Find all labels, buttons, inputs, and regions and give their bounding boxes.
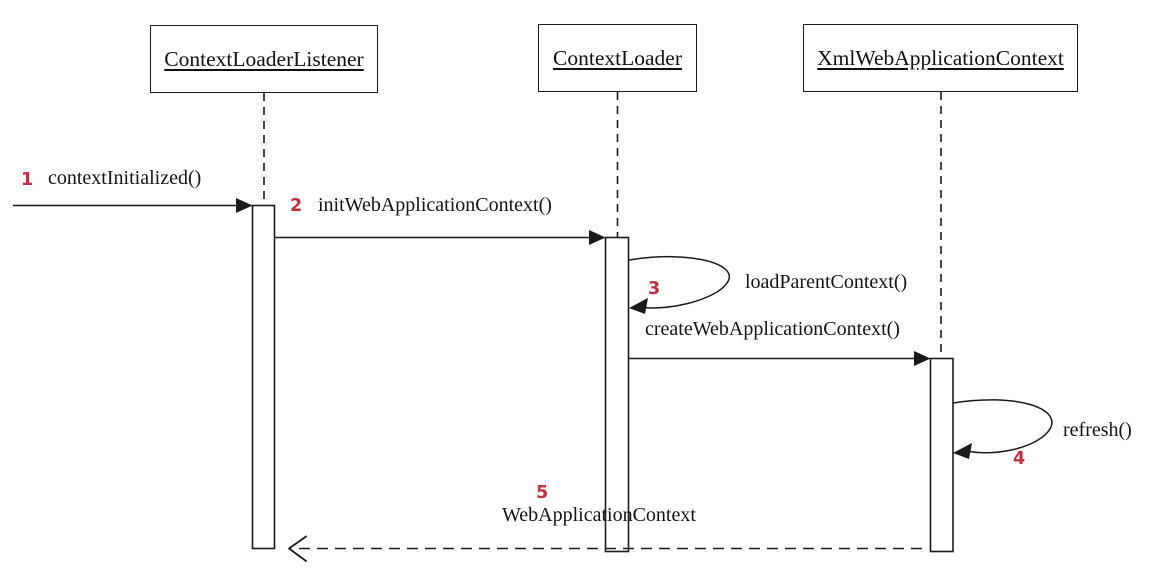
activation-contextloader	[604, 236, 630, 553]
arrowhead-contextinitialized	[236, 198, 253, 213]
arrowhead-loadparentcontext	[629, 298, 648, 314]
arrowhead-createwebapplicationcontext	[914, 351, 931, 366]
message-label-webapplicationcontext: WebApplicationContext	[502, 504, 696, 526]
participant-box-xmlwebapplicationcontext: XmlWebApplicationContext	[803, 24, 1078, 92]
activation-xmlwebapplicationcontext	[929, 357, 954, 553]
message-label-refresh: refresh()	[1063, 419, 1132, 441]
self-call-loop-refresh	[952, 399, 1053, 454]
activation-contextloaderlistener	[251, 204, 276, 550]
participant-box-contextloader: ContextLoader	[538, 24, 697, 92]
message-label-contextinitialized: contextInitialized()	[48, 167, 202, 189]
message-label-initwebapplicationcontext: initWebApplicationContext()	[318, 194, 552, 216]
arrowhead-refresh	[953, 443, 972, 459]
arrowhead-initwebapplicationcontext	[589, 230, 606, 245]
sequence-number-3: 3	[648, 279, 661, 299]
sequence-number-1: 1	[21, 170, 34, 190]
message-label-createwebapplicationcontext: createWebApplicationContext()	[645, 318, 900, 340]
participant-label-contextloaderlistener: ContextLoaderListener	[164, 46, 364, 71]
participant-box-contextloaderlistener: ContextLoaderListener	[150, 25, 378, 93]
message-label-loadparentcontext: loadParentContext()	[745, 271, 908, 293]
participant-label-xmlwebapplicationcontext: XmlWebApplicationContext	[817, 45, 1064, 70]
sequence-number-4: 4	[1013, 449, 1026, 469]
sequence-number-5: 5	[536, 483, 549, 503]
sequence-number-2: 2	[290, 196, 303, 216]
participant-label-contextloader: ContextLoader	[553, 45, 682, 70]
open-arrowhead-return	[288, 535, 307, 562]
self-call-loop-loadparentcontext	[628, 255, 730, 309]
